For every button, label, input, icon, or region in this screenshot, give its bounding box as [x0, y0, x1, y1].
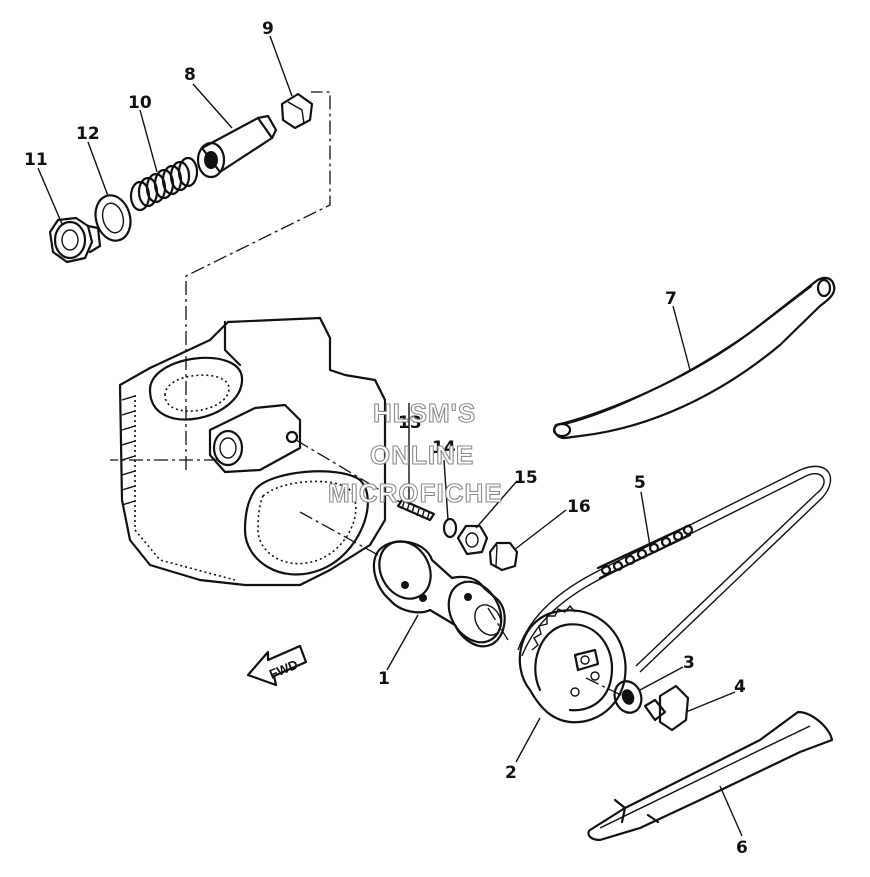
callout-11: 11	[24, 150, 48, 170]
watermark-line-3: MICROFICHE	[328, 478, 503, 508]
part-16-cap-nut	[488, 541, 519, 572]
part-11-tensioner-cap-bolt	[48, 216, 102, 264]
callout-4: 4	[734, 677, 746, 697]
callout-6: 6	[736, 838, 748, 858]
part-13-stud-bolt	[396, 498, 436, 522]
part-10-spring	[129, 156, 199, 212]
callout-12: 12	[76, 124, 100, 144]
callout-2: 2	[505, 763, 517, 783]
callout-1: 1	[378, 669, 390, 689]
callout-9: 9	[262, 19, 274, 39]
leader-lines	[37, 35, 743, 837]
part-6-chain-guide	[587, 710, 834, 842]
assembly-lines	[110, 91, 626, 698]
part-9-rod-end	[280, 92, 314, 130]
part-7-chain-guide	[552, 276, 836, 440]
part-8-tensioner-rod	[196, 114, 278, 179]
part-12-gasket	[94, 194, 132, 242]
part-2-cam-sprocket	[518, 604, 627, 724]
part-5-cam-chain	[517, 465, 832, 673]
part-14-o-ring	[442, 517, 458, 539]
callout-16: 16	[567, 497, 591, 517]
part-3-washer	[613, 680, 643, 714]
cylinder-head	[118, 316, 387, 587]
callout-10: 10	[128, 93, 152, 113]
callout-5: 5	[634, 473, 646, 493]
fwd-direction-arrow: FWD	[246, 644, 308, 687]
callout-8: 8	[184, 65, 196, 85]
watermark: HLSM'S ONLINE MICROFICHE	[327, 397, 503, 508]
fwd-label: FWD	[267, 657, 300, 682]
watermark-line-2: ONLINE	[370, 440, 474, 470]
part-4-sprocket-bolt	[643, 684, 690, 732]
callout-7: 7	[665, 289, 677, 309]
callout-15: 15	[514, 468, 538, 488]
callout-3: 3	[683, 653, 695, 673]
part-1-camshaft	[372, 540, 506, 648]
callout-13: 13	[398, 413, 422, 433]
callout-14: 14	[432, 438, 456, 458]
watermark-line-1: HLSM'S	[373, 398, 476, 428]
part-15-nut	[456, 524, 489, 556]
callout-labels: 1 2 3 4 5 6 7 8 9 10 11 12 13 14 15 16	[24, 19, 748, 858]
